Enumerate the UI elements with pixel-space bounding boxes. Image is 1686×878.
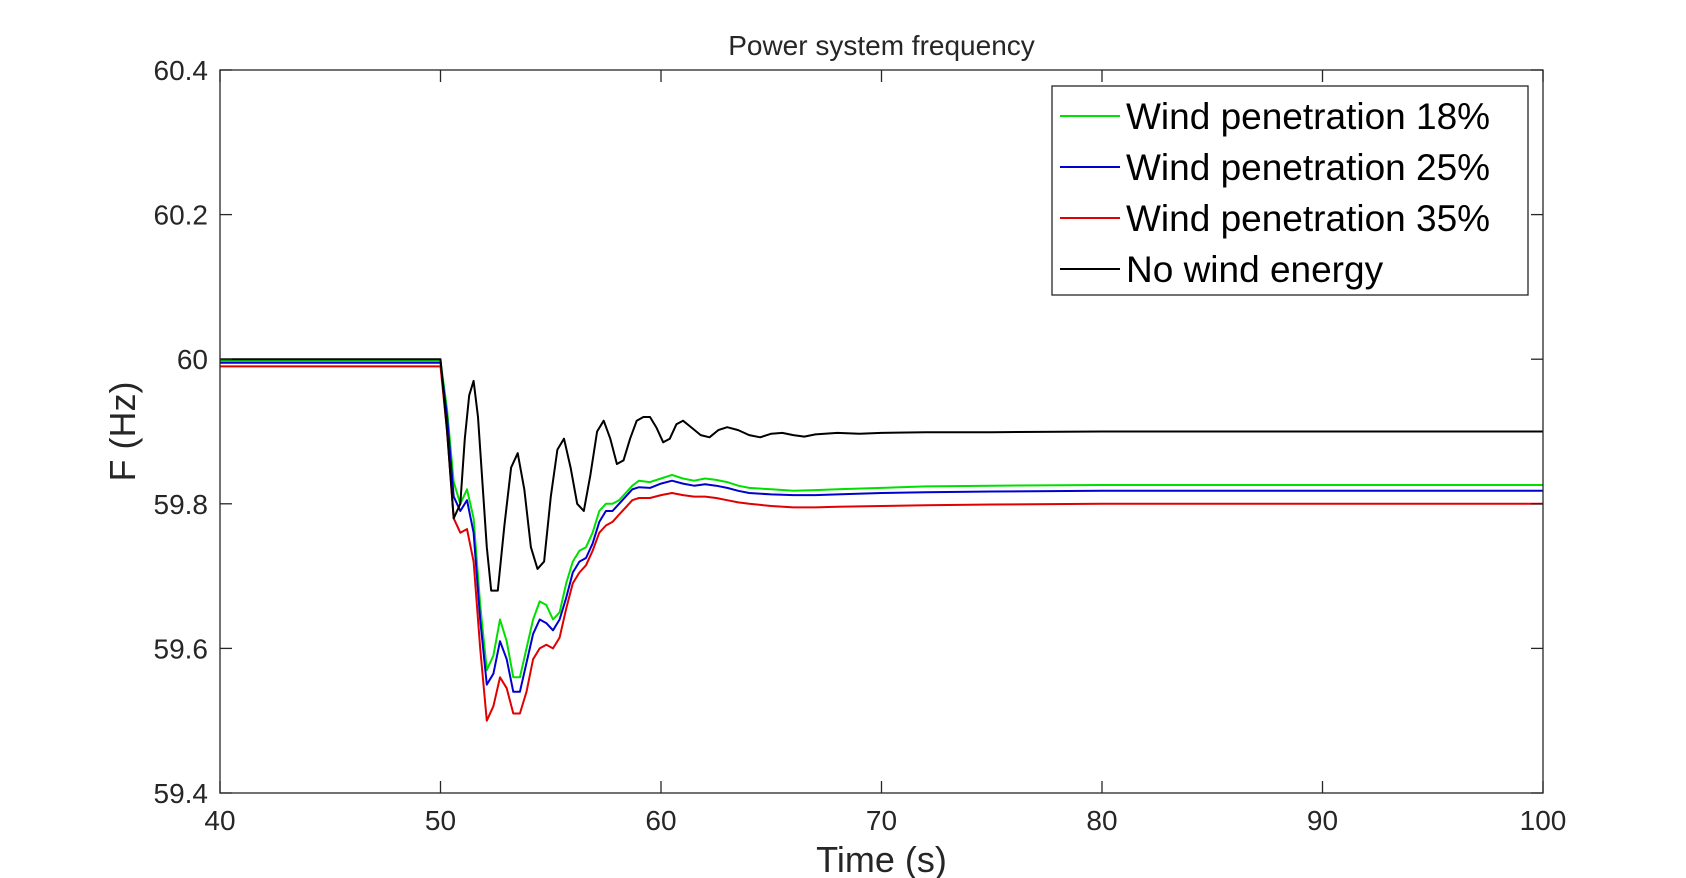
legend-label-1: Wind penetration 18% <box>1126 96 1490 137</box>
x-tick-label: 70 <box>866 805 897 836</box>
chart-title: Power system frequency <box>728 30 1035 61</box>
y-tick-label: 59.6 <box>154 633 209 664</box>
x-tick-label: 80 <box>1086 805 1117 836</box>
legend-box <box>1051 85 1529 296</box>
legend: Wind penetration 18% Wind penetration 25%… <box>1051 85 1529 296</box>
legend-label-4: No wind energy <box>1126 249 1384 290</box>
x-tick-label: 60 <box>645 805 676 836</box>
y-tick-label: 60.4 <box>154 55 209 86</box>
x-tick-label: 100 <box>1520 805 1567 836</box>
y-axis-title: F (Hz) <box>102 382 143 482</box>
axes-layer: 40 50 60 70 80 90 100 59.4 59.6 59.8 60 60.2 60.4 <box>154 55 1567 836</box>
legend-label-2: Wind penetration 25% <box>1126 147 1490 188</box>
series-line-1 <box>220 359 1543 679</box>
y-tick-label: 59.4 <box>154 778 209 809</box>
legend-label-3: Wind penetration 35% <box>1126 198 1490 239</box>
series-layer <box>220 358 1543 722</box>
series-line-3 <box>220 365 1543 722</box>
x-tick-label: 50 <box>425 805 456 836</box>
y-tick-label: 60.2 <box>154 200 209 231</box>
x-tick-label: 40 <box>204 805 235 836</box>
x-tick-label: 90 <box>1307 805 1338 836</box>
series-line-4 <box>220 358 1543 592</box>
y-tick-label: 60 <box>177 344 208 375</box>
y-tick-label: 59.8 <box>154 489 209 520</box>
series-line-2 <box>220 361 1543 693</box>
x-axis-title: Time (s) <box>816 839 947 878</box>
